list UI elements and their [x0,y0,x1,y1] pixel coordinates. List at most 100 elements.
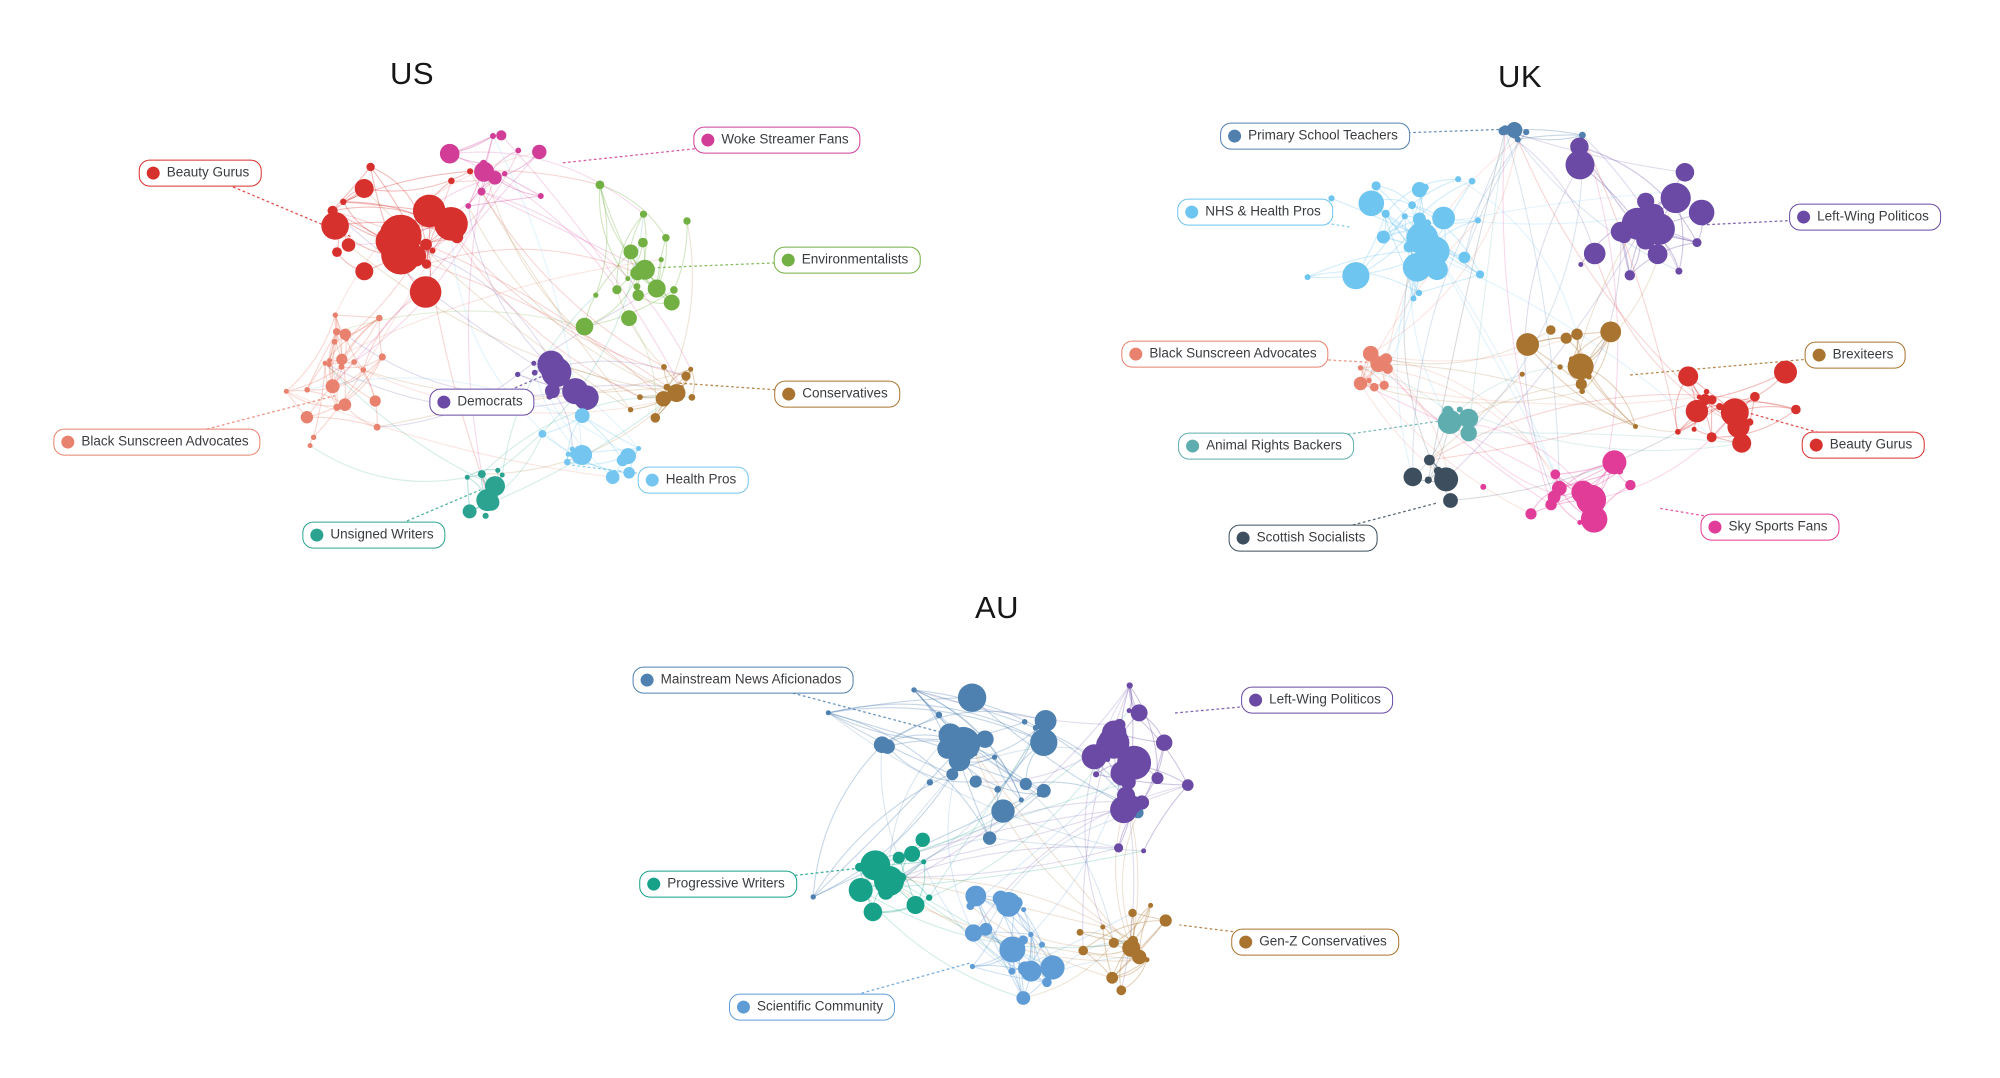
network-node[interactable] [633,283,641,291]
network-node[interactable] [532,144,547,160]
network-node[interactable] [1458,408,1479,429]
network-node[interactable] [892,851,905,864]
network-node[interactable] [1675,267,1683,275]
network-node[interactable] [650,413,661,423]
network-node[interactable] [810,894,816,900]
network-node[interactable] [1018,961,1033,976]
network-node[interactable] [1523,129,1530,136]
network-node[interactable] [574,408,590,424]
network-node[interactable] [911,687,917,693]
network-node[interactable] [1003,945,1020,962]
network-node[interactable] [935,711,943,719]
network-node[interactable] [1106,971,1119,984]
network-node[interactable] [1424,476,1432,484]
network-node[interactable] [482,494,500,511]
network-node[interactable] [332,247,342,257]
network-node[interactable] [623,244,639,260]
network-node[interactable] [326,362,332,368]
network-node[interactable] [1577,520,1583,525]
network-node[interactable] [331,338,338,345]
network-node[interactable] [860,850,891,881]
network-node[interactable] [378,353,386,361]
network-node[interactable] [957,683,987,712]
network-node[interactable] [354,179,374,198]
network-node[interactable] [482,512,489,519]
network-node[interactable] [1102,720,1127,745]
network-node[interactable] [1525,508,1537,520]
network-node[interactable] [1616,467,1624,475]
network-node[interactable] [1032,724,1039,731]
network-node[interactable] [480,159,488,167]
network-node[interactable] [1560,332,1572,344]
network-node[interactable] [322,360,328,366]
network-node[interactable] [1551,480,1567,496]
network-node[interactable] [338,363,345,370]
network-node[interactable] [1128,935,1138,946]
network-node[interactable] [1403,241,1415,253]
network-node[interactable] [1474,217,1481,224]
network-node[interactable] [569,450,578,459]
network-node[interactable] [1370,382,1379,392]
network-node[interactable] [1571,480,1595,504]
network-node[interactable] [1019,777,1032,791]
network-node[interactable] [464,474,470,480]
network-node[interactable] [1458,251,1471,264]
network-node[interactable] [1476,270,1485,279]
network-node[interactable] [621,310,637,327]
network-node[interactable] [1432,206,1455,230]
network-node[interactable] [688,394,696,401]
network-node[interactable] [915,832,930,847]
environmentalists-label-pill[interactable]: Environmentalists [773,246,921,274]
network-node[interactable] [926,779,934,786]
network-node[interactable] [310,434,317,440]
network-node[interactable] [1382,363,1393,374]
network-node[interactable] [976,730,994,748]
network-node[interactable] [515,371,521,378]
network-node[interactable] [336,353,348,365]
network-node[interactable] [1706,432,1717,443]
health-pros-label-pill[interactable]: Health Pros [637,466,749,494]
network-node[interactable] [488,171,502,185]
network-node[interactable] [948,749,971,772]
network-node[interactable] [369,395,381,407]
network-node[interactable] [448,177,455,185]
network-node[interactable] [465,203,472,209]
network-node[interactable] [969,775,982,788]
network-node[interactable] [904,845,921,862]
network-node[interactable] [627,407,634,413]
network-node[interactable] [1668,189,1674,195]
network-node[interactable] [338,398,352,412]
network-node[interactable] [307,443,313,449]
network-node[interactable] [1678,366,1699,387]
network-node[interactable] [1415,289,1423,297]
network-node[interactable] [1423,244,1437,258]
network-node[interactable] [1439,474,1450,485]
network-node[interactable] [625,276,631,282]
network-node[interactable] [994,786,1002,793]
network-node[interactable] [969,963,975,970]
network-node[interactable] [1569,356,1575,362]
network-node[interactable] [593,292,599,298]
network-node[interactable] [477,470,486,479]
network-node[interactable] [991,754,998,760]
network-node[interactable] [1625,479,1636,491]
network-node[interactable] [341,238,356,252]
network-node[interactable] [880,739,895,754]
network-node[interactable] [1433,466,1443,476]
network-node[interactable] [1617,229,1632,244]
network-node[interactable] [1692,238,1702,248]
network-node[interactable] [1423,219,1432,227]
network-node[interactable] [373,423,381,431]
network-node[interactable] [496,130,507,141]
network-node[interactable] [1675,428,1681,435]
network-node[interactable] [1018,797,1024,803]
network-node[interactable] [439,143,460,164]
network-node[interactable] [1716,403,1724,411]
network-node[interactable] [1516,333,1539,356]
network-node[interactable] [1557,364,1563,370]
network-node[interactable] [1550,469,1561,480]
network-node[interactable] [1148,902,1154,908]
network-node[interactable] [683,217,691,225]
network-node[interactable] [1579,388,1585,395]
network-node[interactable] [1575,378,1587,390]
